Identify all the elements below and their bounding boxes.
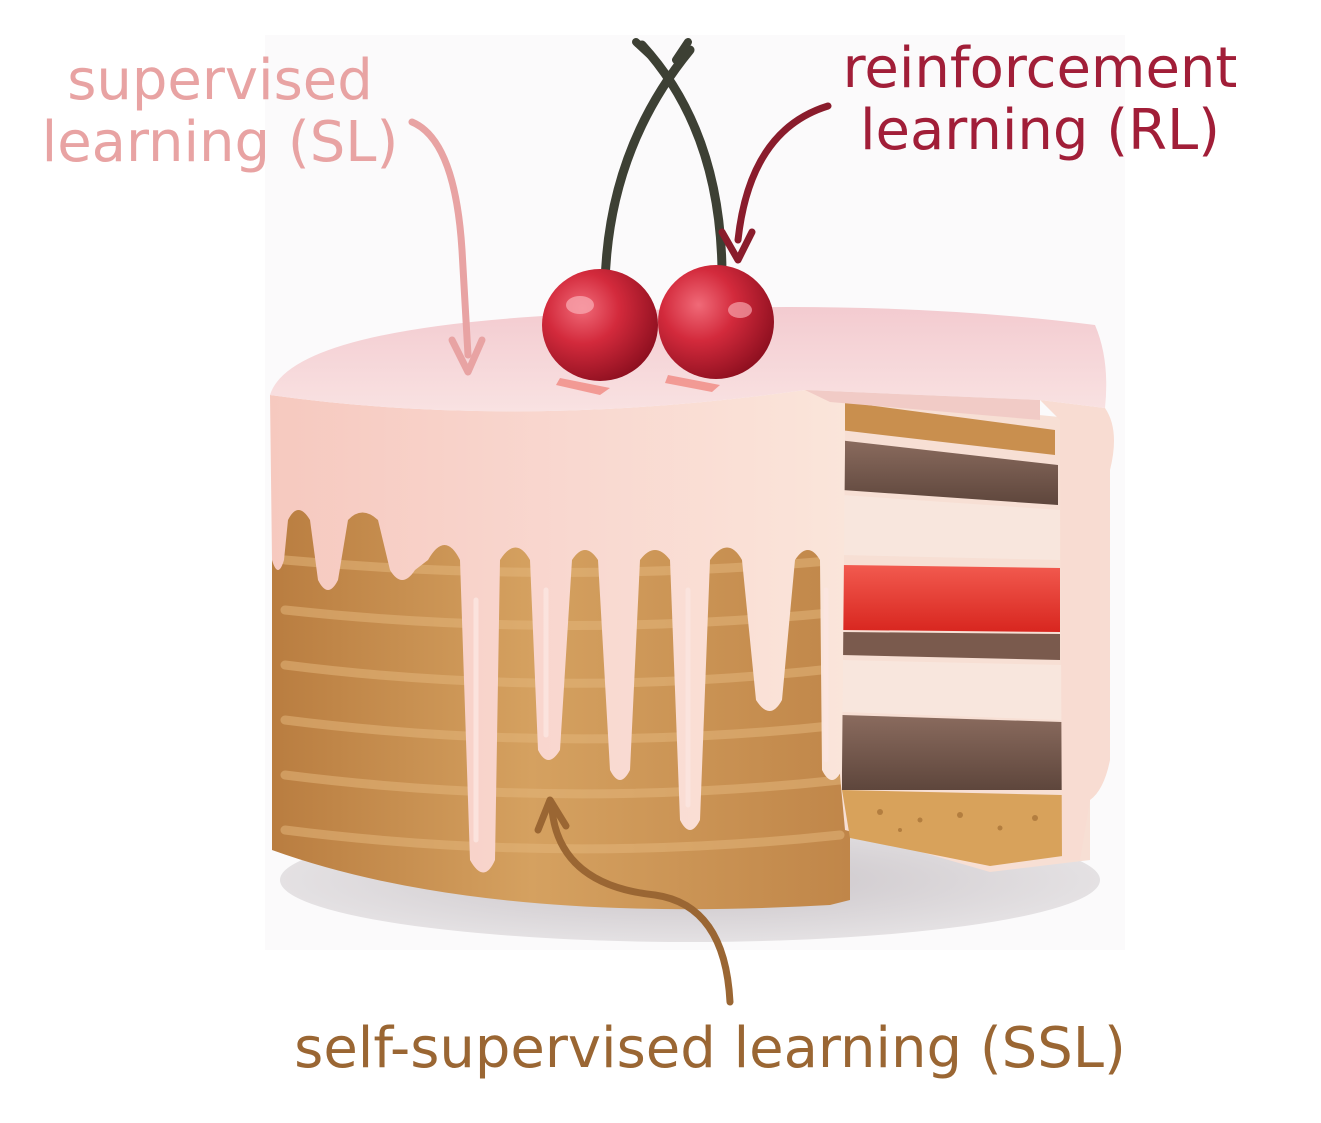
arrowhead-rl — [718, 228, 756, 264]
arrow-icon-rl — [734, 102, 832, 244]
label-reinforcement-learning: reinforcement learning (RL) — [842, 36, 1238, 163]
frosting-drips — [270, 390, 845, 873]
arrow-icon-sl — [408, 118, 472, 359]
arrow-icon-ssl — [548, 806, 734, 1006]
drip-highlights — [473, 587, 829, 843]
label-self-supervised-learning: self-supervised learning (SSL) — [294, 1016, 1126, 1081]
cut-edge — [805, 390, 1040, 420]
arrowhead-sl — [448, 336, 486, 376]
arrowhead-ssl — [534, 796, 570, 834]
frosting-right-side — [1040, 400, 1114, 860]
cake-cross-section — [805, 392, 1090, 872]
label-supervised-learning: supervised learning (SL) — [41, 48, 399, 175]
